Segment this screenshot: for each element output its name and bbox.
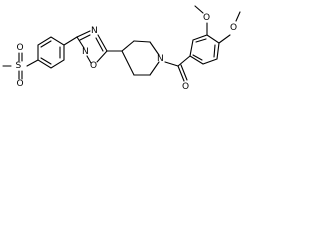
phenyl-ring-a-inner-1 xyxy=(40,40,52,48)
oxadiazole-n2-label: N xyxy=(82,47,89,57)
sulfonyl-sulfur-label: S xyxy=(16,61,22,71)
oxadiazole-n4-c3-double xyxy=(79,34,91,41)
bond-carbonyl-oxygen-double xyxy=(180,64,188,81)
sulfonyl-oxygen-bottom-label: O xyxy=(17,79,24,89)
oxadiazole-n4-label: N xyxy=(91,26,98,36)
bond-methoxy-4-methyl xyxy=(235,11,241,22)
oxadiazole-o1-c5 xyxy=(96,50,108,63)
methoxy-oxygen-3-label: O xyxy=(203,13,210,23)
bond-carbonyl-oxygen xyxy=(177,65,185,82)
bond-carbonyl-ring xyxy=(177,55,191,67)
molecule-structure: S O O N N O N O O O xyxy=(2,5,241,92)
phenyl-ring-b-inner-3 xyxy=(192,54,203,61)
oxadiazole-c3-n2 xyxy=(76,36,85,49)
sulfonyl-oxygen-top-label: O xyxy=(17,43,24,53)
piperidine-n1-c6 xyxy=(149,61,160,76)
carbonyl-oxygen-label: O xyxy=(182,82,189,92)
piperidine-c3-c2 xyxy=(133,40,151,43)
bond-methoxy-3-methyl xyxy=(194,5,204,14)
bond-sulfur-ring xyxy=(26,59,39,67)
oxadiazole-c5-n4 xyxy=(97,34,108,52)
piperidine-c5-c4 xyxy=(121,50,135,76)
oxadiazole-n4-c3 xyxy=(76,30,91,38)
phenyl-ring-b-inner-2 xyxy=(213,44,216,58)
bond-layer xyxy=(2,5,241,82)
methoxy-oxygen-4-label: O xyxy=(230,23,237,33)
phenyl-ring-a-inner-3 xyxy=(40,57,52,65)
atom-label-layer: S O O N N O N O O O xyxy=(16,13,238,92)
piperidine-c4-c3 xyxy=(121,40,135,52)
bond-phenyl-oxadiazole xyxy=(63,36,78,46)
oxadiazole-o1-label: O xyxy=(90,61,97,71)
bond-ring-methoxy-4 xyxy=(218,34,231,44)
bond-nitrogen-carbonyl xyxy=(164,61,179,67)
oxadiazole-n2-o1 xyxy=(86,55,92,64)
phenyl-ring-b-inner-1 xyxy=(195,38,207,43)
piperidine-c2-n1 xyxy=(149,41,160,56)
oxadiazole-c5-n4-double xyxy=(95,37,104,52)
piperidine-nitrogen-label: N xyxy=(157,54,164,64)
